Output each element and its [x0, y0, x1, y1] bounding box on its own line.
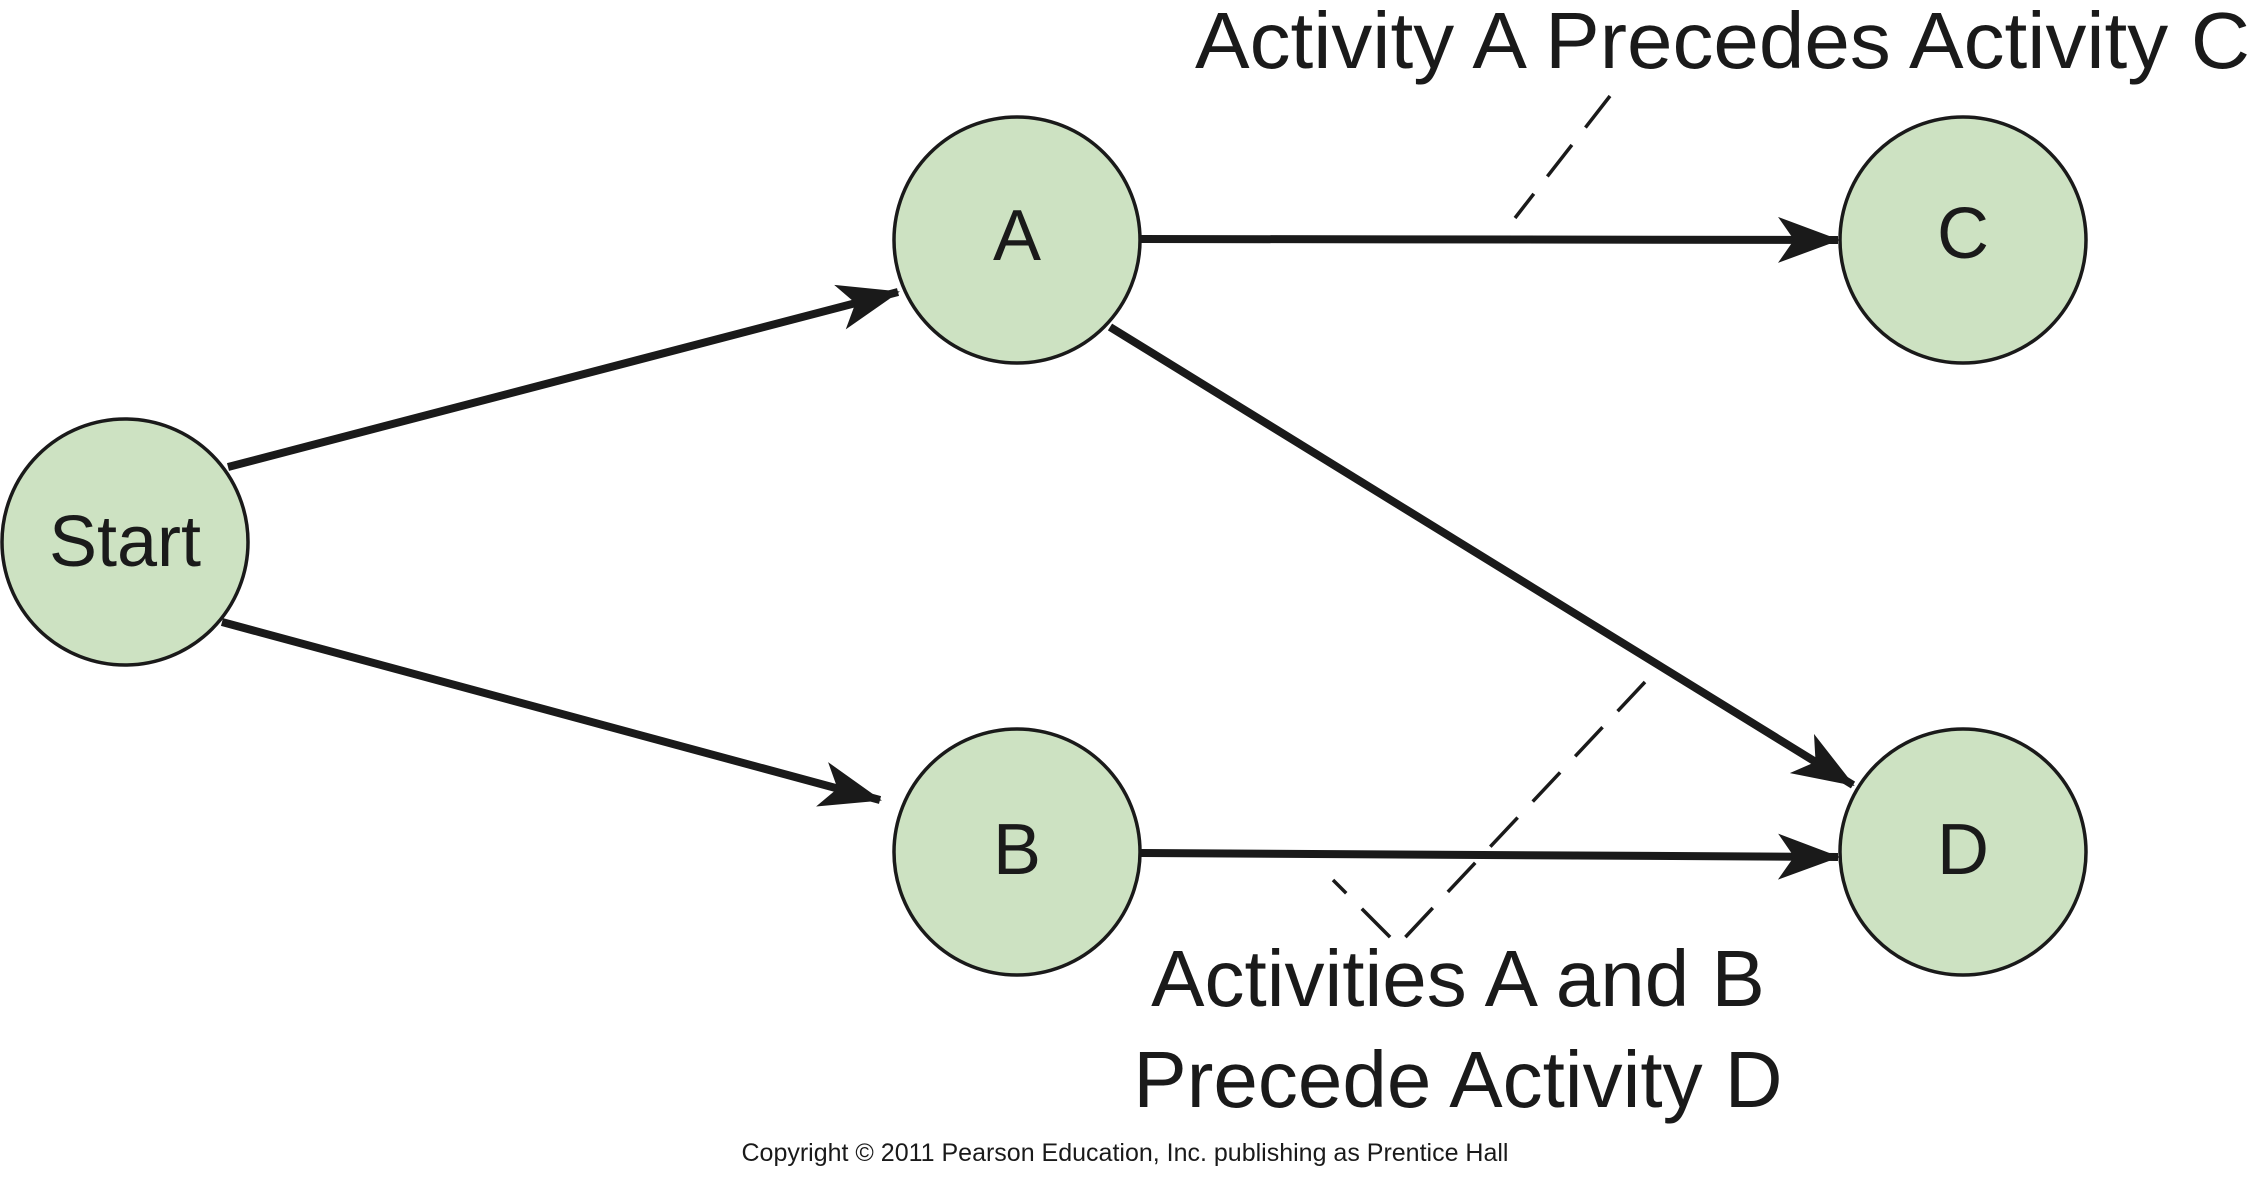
annotation-a-precedes-c: Activity A Precedes Activity C	[1195, 0, 2250, 85]
leader-line-a-precedes-c	[1513, 94, 1612, 220]
node-start: Start	[0, 417, 250, 667]
copyright-notice: Copyright © 2011 Pearson Education, Inc.…	[741, 1139, 1508, 1167]
annotation-ab-precede-d-line1: Activities A and B	[1151, 934, 1765, 1023]
edge-start-to-b	[220, 618, 882, 807]
edge-a-to-d	[1107, 323, 1856, 789]
node-c-circle	[1838, 115, 2088, 365]
node-c-label: C	[1937, 194, 1989, 274]
nodes: Start A B C D	[0, 115, 2088, 977]
leader-line-ab-precede-d	[1331, 680, 1647, 948]
node-b: B	[892, 727, 1142, 977]
annotation-ab-precede-d-line2: Precede Activity D	[1133, 1035, 1782, 1124]
node-d: D	[1838, 727, 2088, 977]
edges	[220, 216, 1856, 880]
node-a-circle	[892, 115, 1142, 365]
edge-start-to-a	[226, 284, 900, 471]
node-a-label: A	[993, 196, 1041, 276]
node-d-circle	[1838, 727, 2088, 977]
node-c: C	[1838, 115, 2088, 365]
node-start-label: Start	[49, 502, 201, 582]
leader-lines	[1331, 94, 1647, 948]
node-d-label: D	[1937, 810, 1989, 890]
node-a: A	[892, 115, 1142, 365]
edge-b-to-d	[1139, 833, 1840, 880]
node-start-circle	[0, 417, 250, 667]
edge-a-to-c	[1139, 216, 1840, 263]
node-b-circle	[892, 727, 1142, 977]
node-b-label: B	[993, 810, 1041, 890]
